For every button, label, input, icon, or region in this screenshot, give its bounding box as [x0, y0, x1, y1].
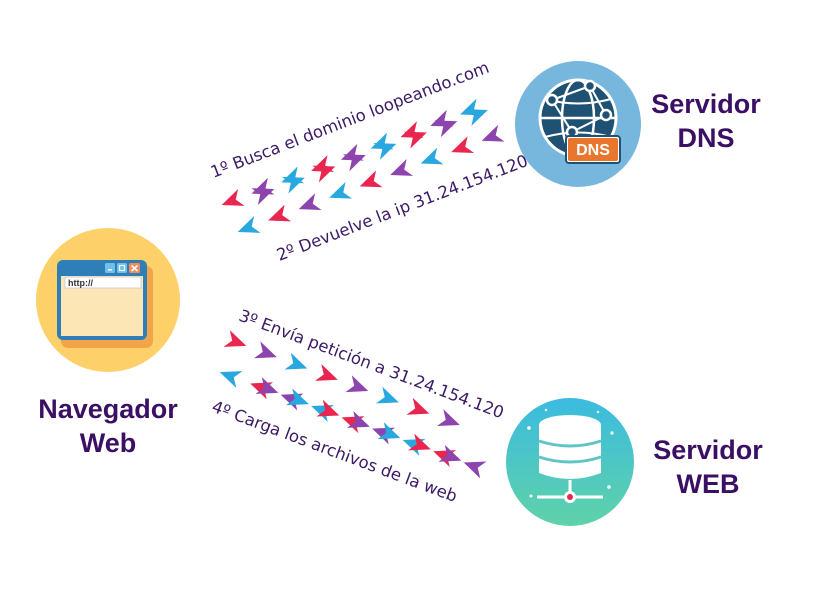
dns-band-arrow-icon-9 — [251, 177, 275, 195]
web-label: Servidor WEB — [648, 433, 768, 501]
web-band-arrow-icon-22 — [407, 433, 431, 451]
web-label-line1: Servidor — [653, 435, 763, 465]
web-band-arrow-icon-4 — [345, 375, 369, 393]
dns-badge-text: DNS — [576, 142, 610, 159]
web-label-line2: WEB — [676, 469, 740, 499]
dns-label-line2: DNS — [677, 123, 735, 153]
browser-address-text: http:// — [68, 278, 93, 288]
web-band-arrow-icon-0 — [223, 330, 247, 347]
web-band-arrow-icon-5 — [375, 386, 399, 404]
dns-band-arrow-icon-4 — [373, 142, 397, 160]
dns-band-arrow-icon-5 — [403, 131, 427, 149]
dns-band-arrow-icon-19 — [298, 193, 322, 211]
arrow-band-web — [219, 330, 487, 479]
sparkle-icons — [527, 408, 614, 498]
browser-label: Navegador Web — [22, 392, 194, 460]
dns-band-arrow-icon-8 — [221, 189, 245, 206]
web-band-arrow-icon-19 — [316, 399, 340, 417]
dns-band-arrow-icon-21 — [359, 170, 383, 188]
arrow-band-dns — [221, 98, 505, 233]
web-band-arrow-icon-17 — [255, 377, 279, 394]
browser-label-line1: Navegador — [38, 394, 178, 424]
dns-label: Servidor DNS — [646, 87, 766, 155]
dns-band-arrow-icon-25 — [481, 124, 505, 142]
browser-window-icon: http:// — [57, 260, 153, 348]
dns-band-arrow-icon-24 — [451, 136, 475, 154]
web-band-arrow-icon-6 — [406, 397, 430, 415]
dns-band-arrow-icon-6 — [434, 120, 458, 138]
dns-band-arrow-icon-22 — [390, 159, 414, 176]
web-band-arrow-icon-20 — [346, 410, 370, 428]
web-band-arrow-icon-3 — [314, 363, 338, 381]
database-server-icon — [537, 415, 603, 503]
dns-band-arrow-icon-14 — [400, 121, 424, 139]
web-band-arrow-icon-16 — [463, 461, 487, 479]
dns-band-arrow-icon-20 — [329, 181, 353, 199]
dns-band-arrow-icon-7 — [464, 109, 488, 126]
web-band-arrow-icon-2 — [284, 352, 308, 370]
dns-band-arrow-icon-15 — [430, 109, 454, 127]
dns-node: DNS — [515, 61, 641, 187]
dns-band-arrow-icon-16 — [460, 98, 483, 116]
browser-label-line2: Web — [79, 428, 137, 458]
dns-band-arrow-icon-18 — [268, 204, 292, 222]
web-server-node — [506, 398, 634, 526]
dns-badge: DNS — [565, 135, 621, 164]
dns-band-arrow-icon-12 — [340, 143, 364, 161]
dns-band-arrow-icon-17 — [237, 216, 261, 233]
dns-band-arrow-icon-11 — [311, 155, 334, 172]
dns-label-line1: Servidor — [651, 89, 761, 119]
web-band-arrow-icon-8 — [219, 371, 243, 388]
dns-band-arrow-icon-10 — [281, 166, 305, 184]
web-band-arrow-icon-23 — [438, 444, 462, 462]
dns-band-arrow-icon-23 — [420, 147, 444, 165]
browser-node: http:// — [36, 228, 180, 372]
dns-band-arrow-icon-13 — [370, 132, 394, 150]
web-band-arrow-icon-18 — [285, 388, 309, 406]
web-band-arrow-icon-1 — [253, 341, 277, 359]
web-band-arrow-icon-21 — [377, 422, 401, 440]
web-band-arrow-icon-7 — [436, 409, 460, 427]
